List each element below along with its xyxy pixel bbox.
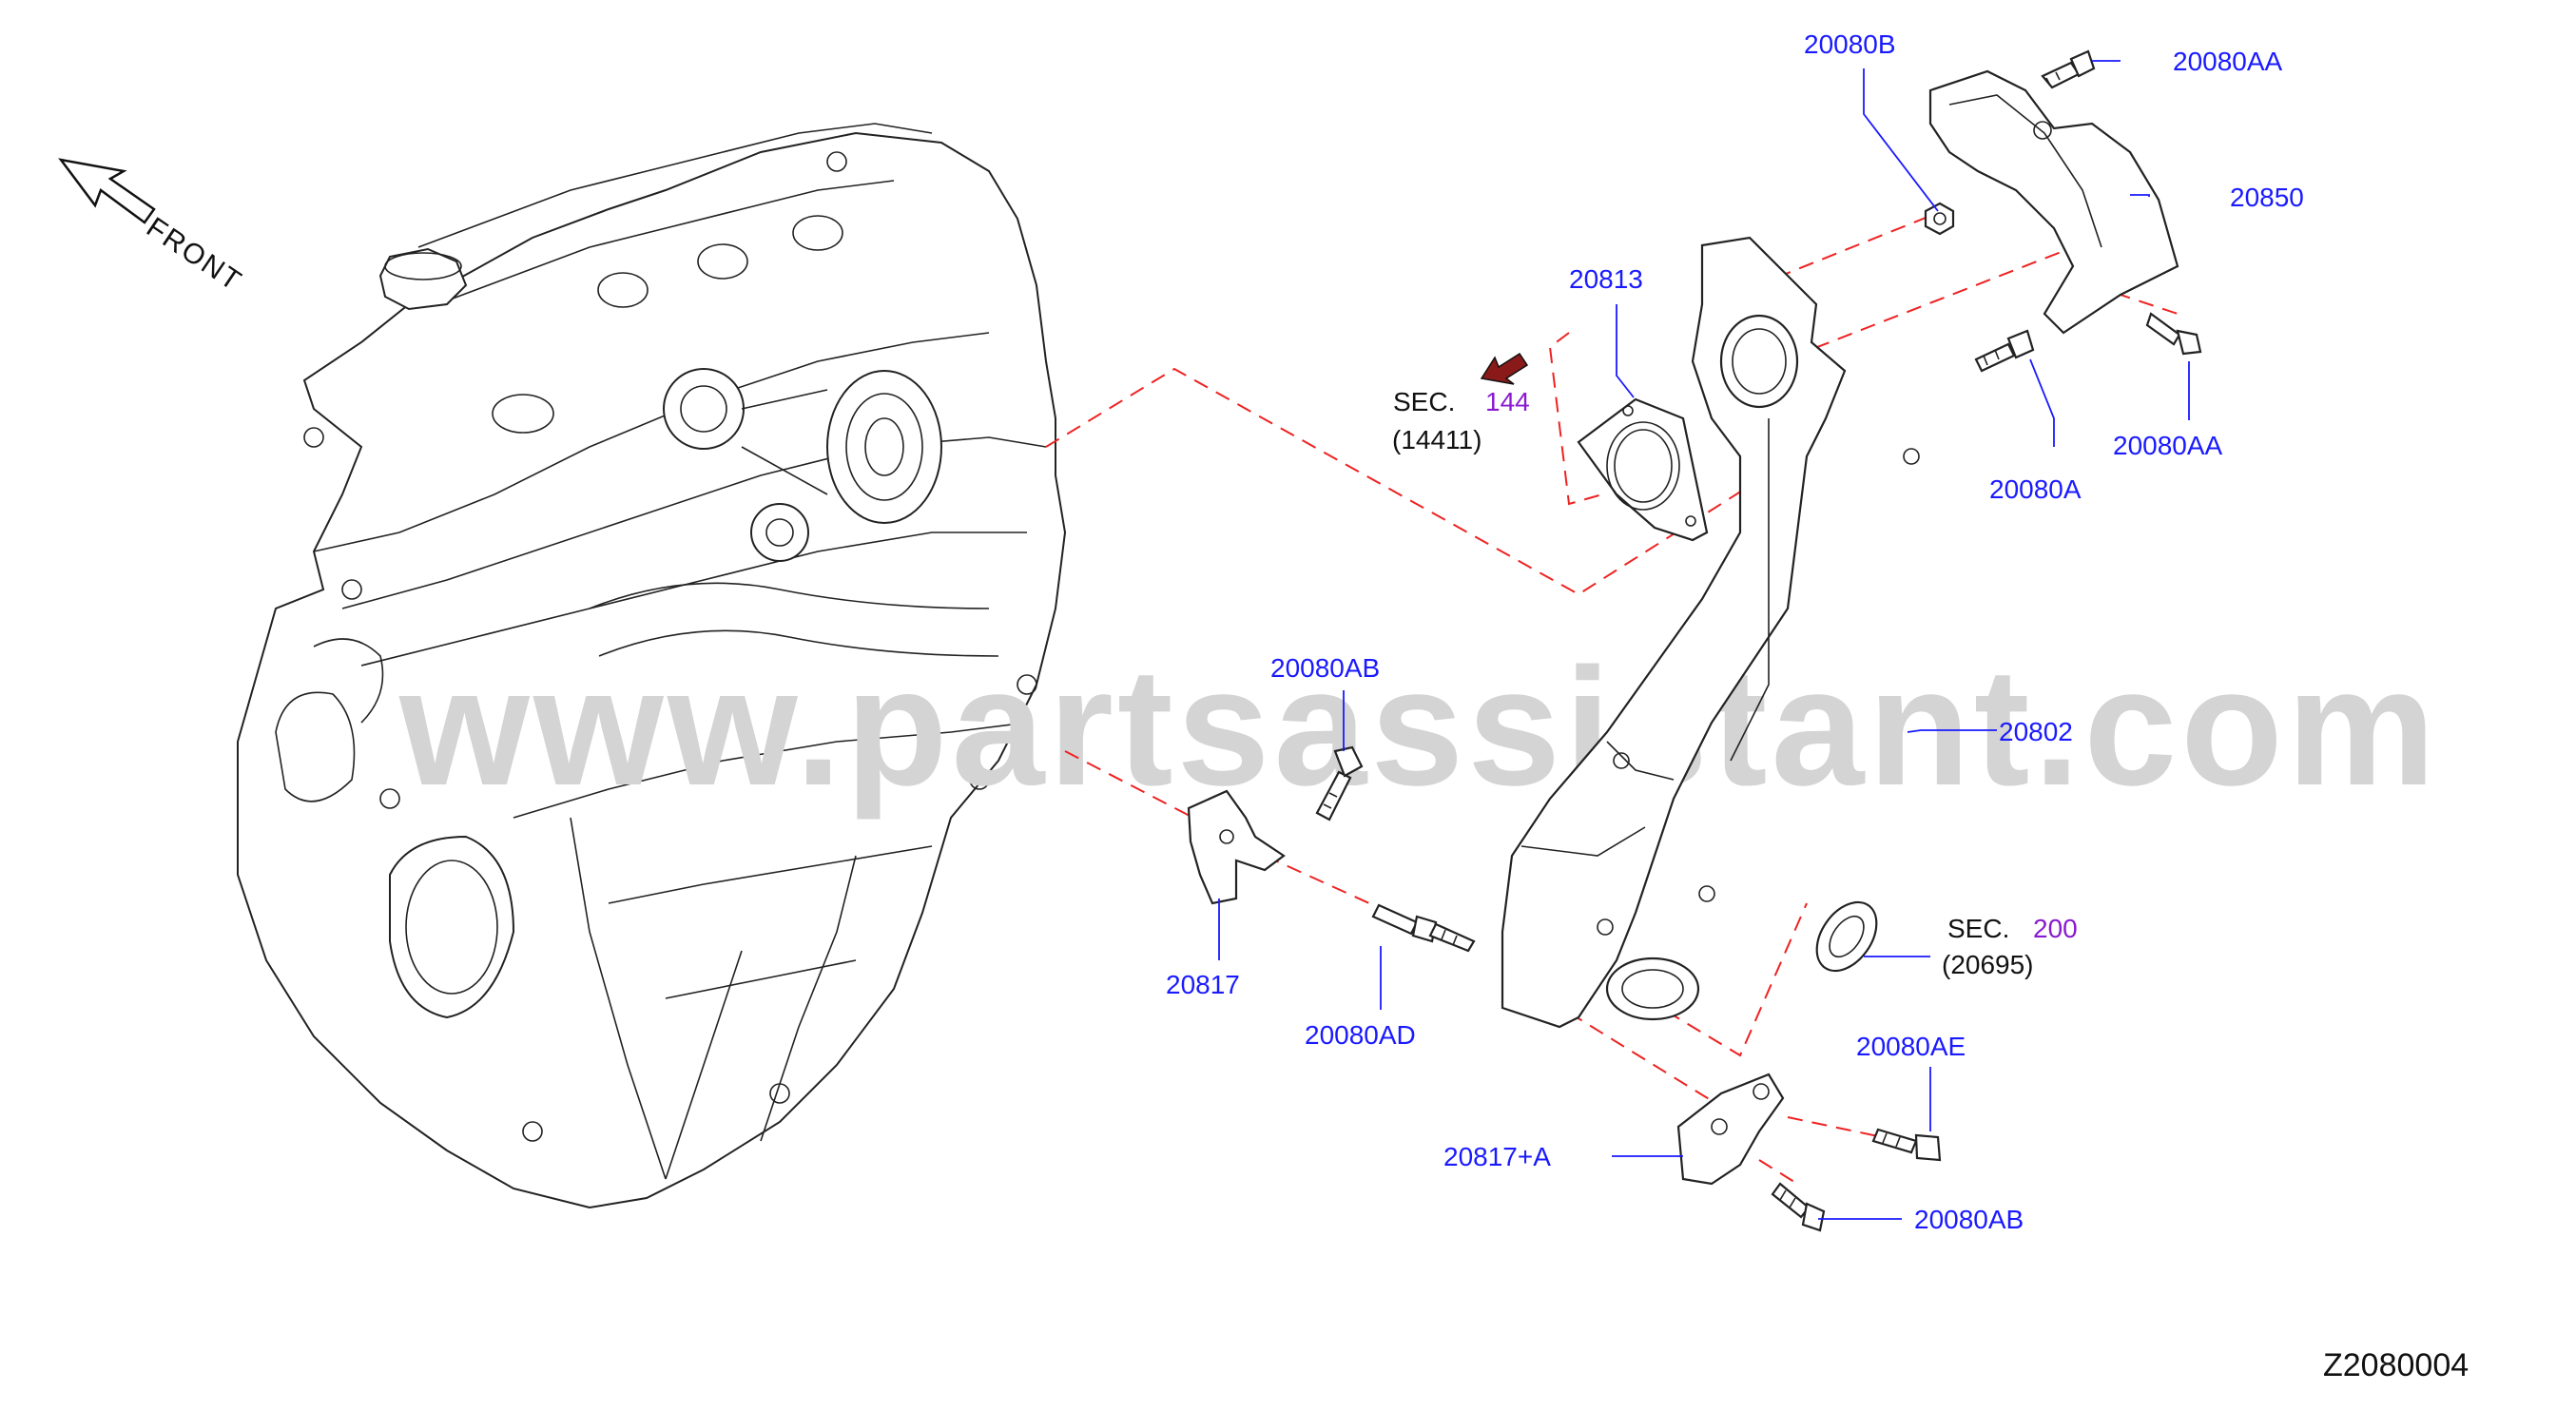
exhaust-tube-20802 — [1501, 236, 1920, 1029]
front-arrow-icon — [58, 158, 156, 224]
label-20850: 20850 — [2230, 183, 2304, 212]
bracket-20817a — [1676, 1073, 1785, 1186]
label-20080b: 20080B — [1804, 29, 1896, 59]
bolt-20080ab-mid — [1315, 745, 1364, 821]
sec144-prefix: SEC. — [1393, 387, 1455, 416]
seal-ring-sec200 — [1815, 900, 1878, 973]
label-20080ad: 20080AD — [1305, 1020, 1416, 1050]
bracket-20817 — [1187, 789, 1286, 905]
gasket-20813 — [1577, 397, 1709, 542]
bolt-20080ab-bottom — [1771, 1182, 1826, 1232]
sec200-number: 200 — [2033, 914, 2078, 943]
bolt-20080ae — [1871, 1128, 1942, 1162]
label-20080aa-top: 20080AA — [2173, 47, 2283, 76]
label-20080ae: 20080AE — [1856, 1032, 1966, 1061]
bolt-20080aa-right — [2145, 312, 2202, 356]
bolt-20080aa-top — [2041, 49, 2096, 89]
label-20802: 20802 — [1999, 717, 2073, 746]
label-20080ab-bottom: 20080AB — [1914, 1205, 2024, 1234]
front-label: FRONT — [141, 211, 247, 298]
sec144-number: 144 — [1485, 387, 1530, 416]
sec200-code: (20695) — [1942, 950, 2034, 979]
label-20080aa-right: 20080AA — [2113, 431, 2223, 460]
label-20813: 20813 — [1569, 264, 1643, 294]
stud-bolt-20080ad — [1371, 903, 1476, 953]
engine-block — [237, 123, 1067, 1209]
drawing-number: Z2080004 — [2323, 1347, 2469, 1383]
label-20080ab-mid: 20080AB — [1270, 653, 1380, 683]
leader-lines — [1218, 60, 2190, 1220]
heat-insulator-20850 — [1928, 69, 2179, 335]
label-20080a: 20080A — [1989, 474, 2082, 504]
watermark: www.partsassistant.com — [398, 634, 2439, 821]
bolt-20080a — [1974, 329, 2035, 373]
label-20817: 20817 — [1166, 970, 1240, 999]
sec200-prefix: SEC. — [1947, 914, 2009, 943]
nut-20080b — [1924, 202, 1955, 236]
sec144-arrow-icon — [1480, 352, 1529, 385]
label-20817a: 20817+A — [1443, 1142, 1551, 1171]
sec144-code: (14411) — [1392, 425, 1482, 454]
